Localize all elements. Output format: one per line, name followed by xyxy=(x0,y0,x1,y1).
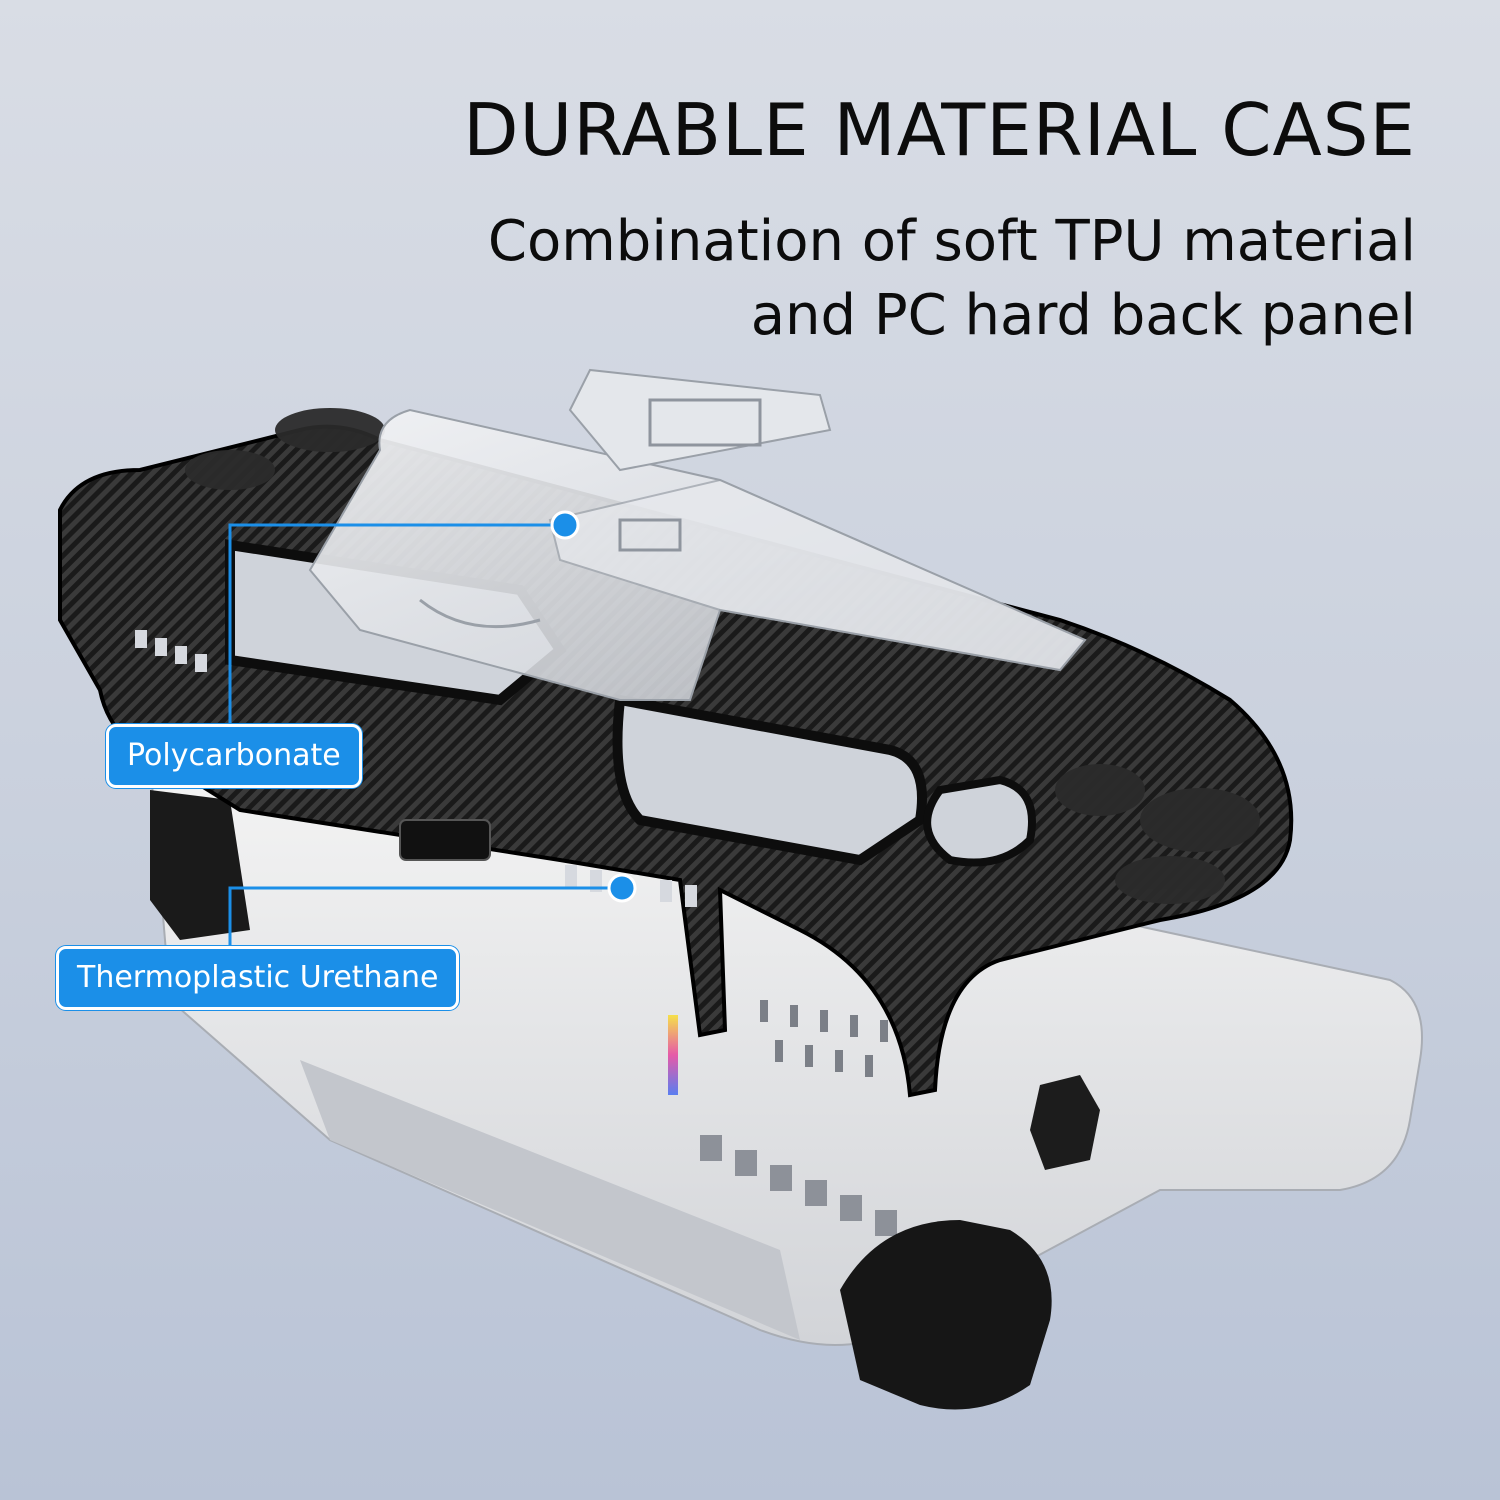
pc-back-panel xyxy=(308,368,1087,701)
callout-leader-pc xyxy=(228,510,580,724)
headline: DURABLE MATERIAL CASE xyxy=(463,88,1416,172)
handheld-console xyxy=(148,735,1423,1410)
polycarbonate-callout: Polycarbonate xyxy=(106,724,362,788)
subheadline: Combination of soft TPU material and PC … xyxy=(416,205,1416,353)
subheadline-line-1: Combination of soft TPU material xyxy=(487,209,1416,274)
callout-leader-tpu xyxy=(228,873,637,946)
subheadline-line-2: and PC hard back panel xyxy=(750,283,1416,348)
tpu-callout: Thermoplastic Urethane xyxy=(56,946,460,1010)
